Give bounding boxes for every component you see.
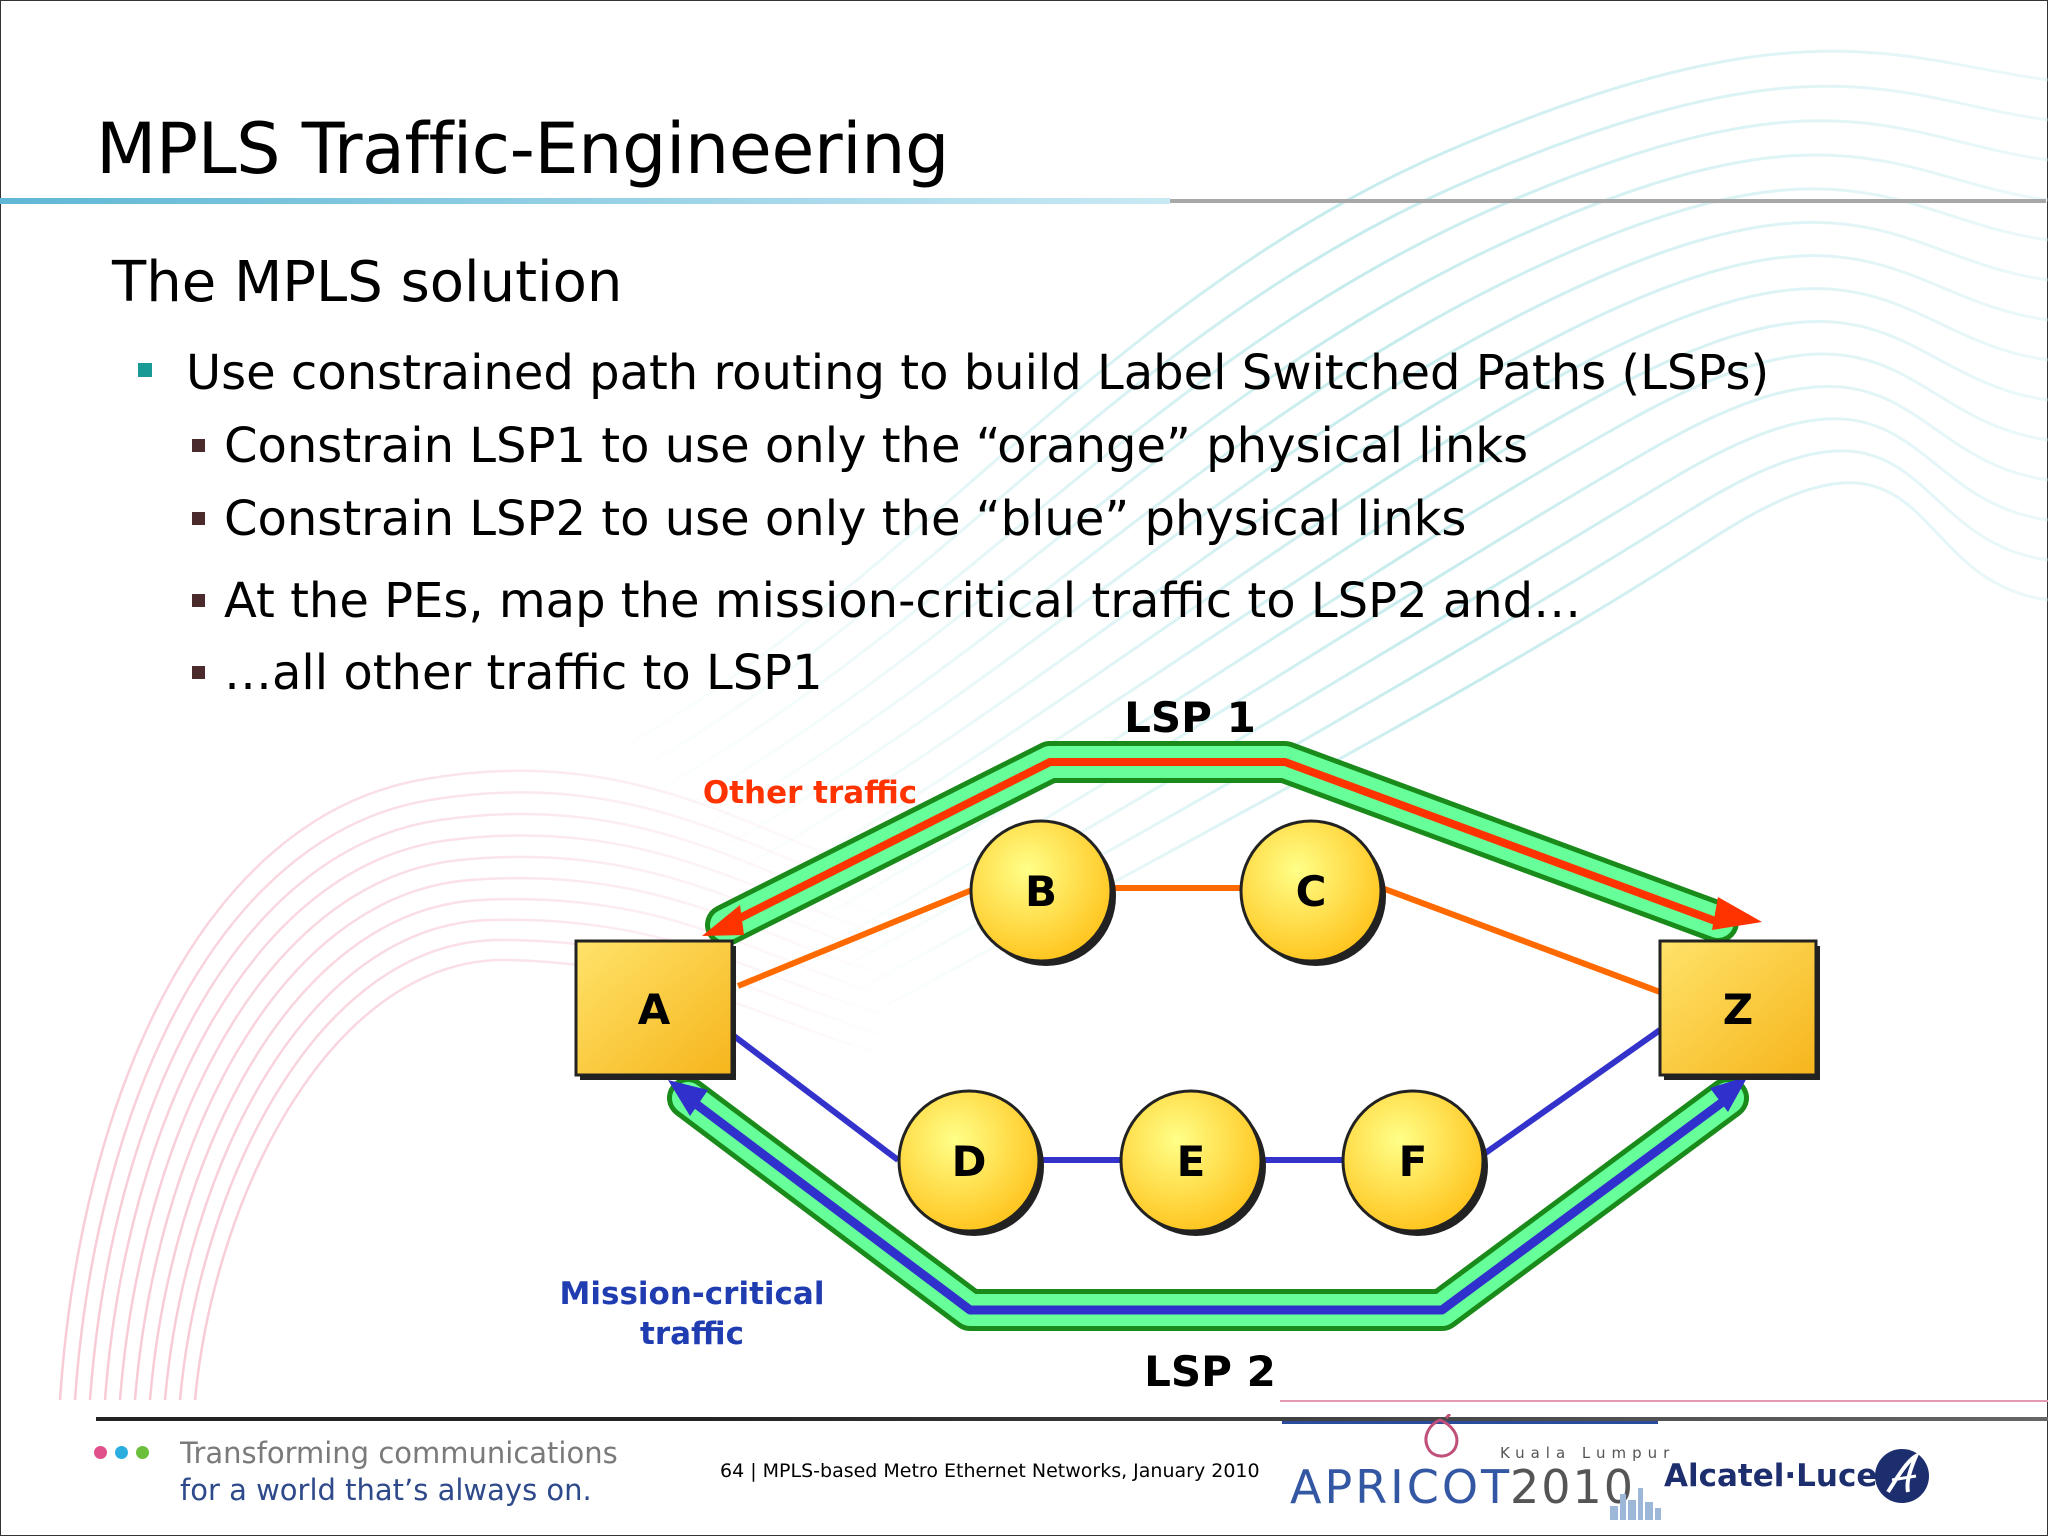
alcatel-lucent-logo-icon	[1875, 1449, 1929, 1503]
node-z-label: Z	[1723, 985, 1753, 1034]
node-e: E	[1119, 1089, 1266, 1236]
title-underline	[0, 198, 1170, 204]
lsp2-tunnel	[667, 1076, 1749, 1331]
city-skyline-icon	[1610, 1488, 1661, 1520]
node-d: D	[897, 1089, 1044, 1236]
mission-critical-label-line1: Mission-critical	[560, 1276, 825, 1312]
lsp1-label: LSP 1	[1124, 693, 1256, 742]
node-b-label: B	[1025, 867, 1057, 916]
pink-dot-icon	[94, 1446, 107, 1459]
section-subtitle: The MPLS solution	[112, 250, 623, 315]
node-c-label: C	[1296, 867, 1327, 916]
node-f-label: F	[1399, 1137, 1428, 1186]
sub-bullet-marker	[192, 512, 205, 525]
orange-links	[736, 885, 1662, 995]
sub-bullet-marker	[192, 594, 205, 607]
mission-critical-label-line2: traffic	[640, 1316, 744, 1352]
footer-page-info: 64 | MPLS-based Metro Ethernet Networks,…	[720, 1460, 1260, 1482]
sub-bullet-marker	[192, 666, 205, 679]
apricot-event-name: APRICOT	[1290, 1460, 1513, 1514]
blue-dot-icon	[115, 1446, 128, 1459]
tagline-line2: for a world that’s always on.	[180, 1473, 592, 1507]
title-underline-grey	[1170, 199, 2046, 203]
footer-accent-rule	[1280, 1400, 2048, 1402]
node-z: Z	[1658, 939, 1820, 1080]
sub-bullet-item: Constrain LSP1 to use only the “orange” …	[224, 418, 1529, 474]
footer-rule	[96, 1417, 2048, 1421]
lsp1-tunnel	[702, 741, 1762, 946]
slide-title: MPLS Traffic-Engineering	[96, 108, 949, 190]
company-name: Alcatel·Lucent	[1664, 1458, 1915, 1494]
bullet-marker	[138, 363, 152, 377]
apricot-event-city: Kuala Lumpur	[1500, 1444, 1676, 1462]
node-c: C	[1239, 819, 1386, 966]
apricot-event-year: 2010	[1510, 1460, 1636, 1514]
sub-bullet-marker	[192, 439, 205, 452]
apricot-mascot-icon	[1424, 1414, 1459, 1458]
sub-bullet-item: Constrain LSP2 to use only the “blue” ph…	[224, 491, 1467, 547]
other-traffic-label: Other traffic	[703, 775, 917, 811]
sub-bullet-item: …all other traffic to LSP1	[224, 645, 823, 701]
node-d-label: D	[952, 1137, 987, 1186]
tagline-dots	[94, 1444, 157, 1463]
tagline-line1: Transforming communications	[180, 1436, 618, 1470]
node-f: F	[1341, 1089, 1488, 1236]
node-a: A	[574, 939, 736, 1080]
green-dot-icon	[136, 1446, 149, 1459]
blue-links	[732, 1027, 1662, 1163]
lsp2-label: LSP 2	[1144, 1347, 1276, 1396]
sub-bullet-item: At the PEs, map the mission-critical tra…	[224, 573, 1582, 629]
bullet-item: Use constrained path routing to build La…	[186, 345, 1770, 401]
node-b: B	[969, 819, 1116, 966]
node-a-label: A	[638, 985, 671, 1034]
node-e-label: E	[1177, 1137, 1206, 1186]
apricot-logo-bar	[1282, 1421, 1658, 1424]
